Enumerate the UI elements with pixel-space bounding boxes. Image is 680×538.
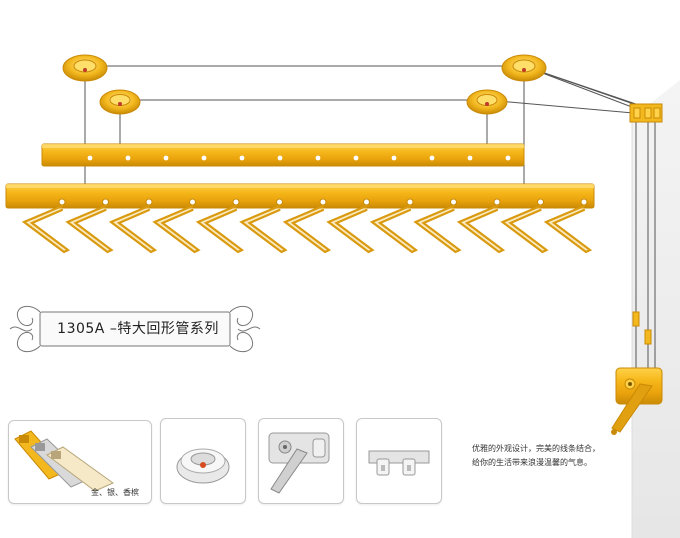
title-ornament-frame: [9, 305, 261, 353]
rail-back: [41, 143, 525, 167]
corner-pulley-box: [629, 103, 663, 123]
hanger: [65, 198, 114, 254]
pulley-left-back: [62, 54, 108, 82]
pulley-left-front: [99, 89, 141, 115]
description-line-1: 优雅的外观设计，完美的线条结合，: [472, 444, 600, 453]
hanger: [500, 198, 549, 254]
pulley-icon: [176, 448, 230, 484]
crank-handle-icon: [268, 432, 330, 494]
hanger: [108, 198, 158, 254]
hanger: [195, 198, 245, 254]
product-title: 1305A –特大回形管系列: [57, 321, 219, 337]
wall-clip-thumbnail: [356, 418, 442, 504]
hanger-row: [21, 198, 593, 254]
hanger: [152, 198, 201, 254]
description-line-2: 给你的生活带来浪漫温馨的气息。: [472, 458, 592, 467]
hanger: [21, 198, 71, 254]
pulley-right-back: [501, 54, 547, 82]
product-description: 优雅的外观设计，完美的线条结合， 给你的生活带来浪漫温馨的气息。: [472, 442, 672, 470]
wall-crank-unit: [611, 367, 663, 435]
finish-caption: 金、银、香槟: [91, 488, 139, 497]
rail-profile-thumbnail: 金、银、香槟: [8, 420, 152, 504]
hanger: [413, 198, 462, 254]
crank-thumbnail: [258, 418, 344, 504]
hanger: [369, 198, 419, 254]
hanger: [282, 198, 332, 254]
hanger: [456, 198, 506, 254]
rail-front: [5, 183, 595, 209]
hanger: [326, 198, 375, 254]
rail-profile-icon: [14, 430, 114, 492]
cable-tensioners: [632, 311, 652, 345]
wall-clip-icon: [368, 450, 430, 476]
right-wall: [632, 80, 680, 538]
hanger: [239, 198, 288, 254]
hanger: [543, 198, 593, 254]
ceiling-shade: [0, 0, 680, 118]
pulley-right-front: [466, 89, 508, 115]
pulley-thumbnail: [160, 418, 246, 504]
product-title-block: 1305A –特大回形管系列: [8, 296, 260, 358]
